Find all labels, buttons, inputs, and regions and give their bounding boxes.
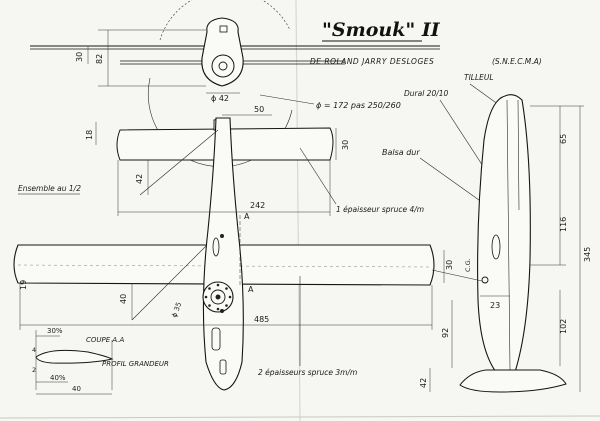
author-org: (S.N.E.C.M.A) (492, 57, 542, 66)
label-prop: ϕ = 172 pas 250/260 (316, 101, 401, 110)
dim-82: 82 (95, 54, 104, 64)
dim-30-stab: 30 (341, 140, 350, 150)
dim-42-tail: 42 (135, 174, 144, 184)
leader-spruce4 (299, 147, 337, 205)
mount-bolts (204, 283, 232, 311)
dim-242: 242 (250, 201, 265, 210)
dim-30-top: 30 (75, 52, 84, 62)
wing-slot (212, 237, 220, 257)
label-tilleul: TILLEUL (464, 73, 494, 82)
dim-40-wing: 40 (119, 294, 128, 304)
paper-fold-line (295, 0, 301, 421)
engine-shaft (215, 294, 221, 300)
front-spinner (218, 61, 228, 71)
side-skid (459, 369, 567, 393)
dim-phi42: ϕ 42 (211, 94, 229, 103)
author-name: DE ROLAND JARRY DESLOGES (310, 57, 434, 66)
front-view: 30 82 ϕ 42 50 (30, 0, 440, 168)
dim-42-side: 42 (419, 378, 428, 388)
dim-18: 18 (85, 130, 94, 140)
label-coupe: COUPE A.A (86, 336, 125, 344)
leader-prop (259, 94, 315, 105)
section-mark-2: A (248, 285, 254, 294)
profile-section: 30% 40% 40 4 2 COUPE A.A PROFIL GRANDEUR (32, 327, 169, 395)
dim-65: 65 (559, 134, 568, 144)
tank-slot (211, 327, 221, 351)
label-cg: C.G. (464, 258, 472, 272)
airfoil-profile (35, 349, 114, 364)
dim-ext-42-tail (139, 129, 219, 196)
dim-116: 116 (559, 217, 568, 232)
front-cowl-circle (211, 54, 235, 78)
engine-mount-inner (210, 289, 226, 305)
side-fuselage (477, 94, 531, 373)
dim-4: 4 (32, 346, 36, 354)
prop-disk-arc (159, 0, 291, 41)
dim-2: 2 (32, 366, 36, 374)
dim-30pct: 30% (47, 327, 63, 335)
section-mark-1: A (244, 212, 250, 221)
dowel-front (220, 234, 224, 238)
dim-30-tip: 30 (445, 260, 454, 270)
dim-phi35: ϕ 35 (170, 301, 183, 319)
side-view: C.G. 65 116 345 102 23 92 42 (419, 94, 592, 393)
dim-40-chord: 40 (72, 385, 81, 393)
dim-92: 92 (441, 328, 450, 338)
cg-mark (481, 276, 489, 284)
label-profil: PROFIL GRANDEUR (102, 360, 169, 368)
dim-345: 345 (583, 247, 592, 262)
dim-ext-40-wing (131, 245, 207, 321)
label-spruce4: 1 épaisseur spruce 4/m (336, 205, 424, 214)
label-dural: Dural 20/10 (404, 89, 449, 98)
dowel-rear (220, 309, 224, 313)
dim-19: 19 (19, 280, 28, 290)
fuselage-top (202, 117, 244, 391)
top-view: A A 18 42 30 242 1 épaisseur spruce 4/m … (13, 117, 454, 391)
label-spruce3: 2 épaisseurs spruce 3m/m (258, 368, 357, 377)
dim-102: 102 (559, 319, 568, 334)
leader-cg (431, 269, 483, 282)
dim-50: 50 (254, 105, 264, 114)
rear-slot (219, 359, 227, 375)
dim-40pct: 40% (50, 374, 66, 382)
dim-23: 23 (490, 301, 500, 310)
paper-edge (0, 415, 600, 419)
front-fin-tip (219, 25, 228, 33)
side-centerline (506, 99, 511, 371)
title-block: "Smouk" II DE ROLAND JARRY DESLOGES (S.N… (310, 19, 542, 66)
side-fin-spar (517, 99, 520, 211)
dim-485: 485 (254, 315, 269, 324)
label-ensemble: Ensemble au 1/2 (18, 184, 81, 193)
label-balsa: Balsa dur (382, 148, 420, 157)
side-window (491, 234, 501, 260)
plan-title: "Smouk" II (322, 19, 441, 41)
